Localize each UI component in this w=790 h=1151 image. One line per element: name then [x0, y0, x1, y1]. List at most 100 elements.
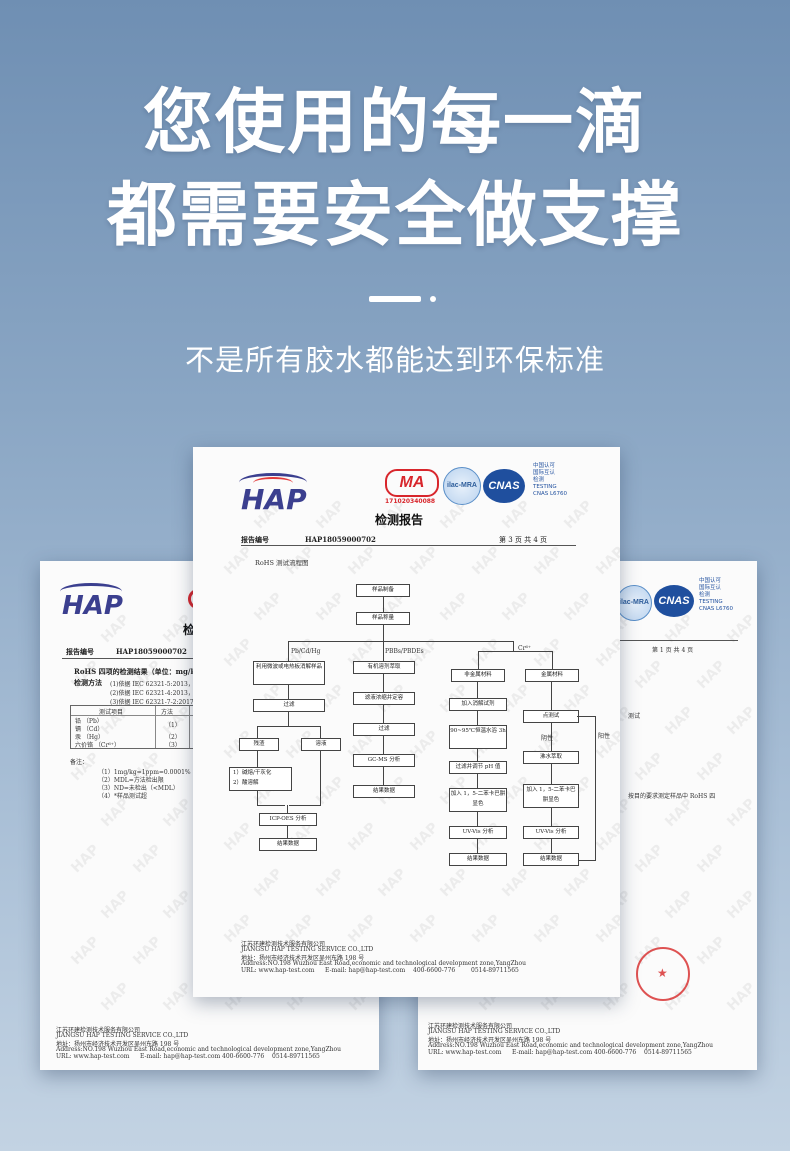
- watermark-mark: HAP: [68, 841, 103, 877]
- side-text: 测试: [628, 713, 641, 720]
- footer-address: 地址：扬州市经济技术开发区吴州东路 198 号: [241, 955, 365, 962]
- flow-box: 利用微波或电热板消解样品: [253, 661, 325, 685]
- branch-label: PBBs/PBDEs: [385, 648, 424, 655]
- method-3: (3)依据 IEC 62321-7-2:2017，: [110, 699, 200, 706]
- watermark-mark: HAP: [561, 589, 596, 625]
- hero-title-line2: 都需要安全做支撑: [107, 174, 683, 256]
- flow-title: RoHS 测试流程图: [255, 559, 309, 567]
- flow-box: 结果数据: [353, 785, 415, 798]
- table-cell: （3）: [165, 742, 181, 749]
- divider-dot: [430, 296, 436, 302]
- flow-box: UV-Vis 分析: [523, 826, 579, 839]
- flow-box: 结果数据: [523, 853, 579, 866]
- footer-company-en: JIANGSU HAP TESTING SERVICE CO.,LTD: [428, 1028, 561, 1035]
- watermark-mark: HAP: [221, 543, 256, 579]
- flow-box: 结果数据: [449, 853, 507, 866]
- table-row: 汞 （Hg）: [75, 734, 104, 741]
- flow-box: 残渣: [239, 738, 279, 751]
- flow-box: 过滤: [253, 699, 325, 712]
- footer-email: E-mail: hap@hap-test.com: [325, 967, 406, 974]
- watermark-mark: HAP: [345, 543, 380, 579]
- flow-box: 样品制备: [356, 584, 410, 597]
- col-item: 测试项目: [99, 709, 124, 716]
- footer-tel: 400-6600-776: [413, 967, 456, 974]
- watermark-mark: HAP: [98, 979, 133, 1015]
- footer-company: 江苏环建检测技术服务有限公司: [56, 1027, 141, 1034]
- watermark-mark: HAP: [724, 887, 757, 923]
- watermark-mark: HAP: [130, 933, 165, 969]
- hap-logo-arc-red: [253, 477, 293, 489]
- hap-logo-arc: [239, 473, 307, 492]
- cma-number: 171020340088: [385, 498, 436, 505]
- watermark-mark: HAP: [593, 635, 620, 671]
- flow-box: 沸水萃取: [523, 751, 579, 764]
- flow-box: ICP-OES 分析: [259, 813, 317, 826]
- watermark-mark: HAP: [531, 911, 566, 947]
- watermark-mark: HAP: [499, 865, 534, 901]
- flow-box: 非金属材料: [451, 669, 505, 682]
- watermark-mark: HAP: [469, 543, 504, 579]
- watermark-mark: HAP: [662, 703, 697, 739]
- watermark-mark: HAP: [662, 795, 697, 831]
- watermark-mark: HAP: [437, 865, 472, 901]
- cnas-caption: 中国认可 国际互认 检测 TESTING CNAS L6760: [533, 463, 568, 497]
- branch-label: Pb/Cd/Hg: [291, 648, 321, 655]
- flow-box: 滤液浓缩并定容: [353, 692, 415, 705]
- report-no-label: 报告编号: [241, 535, 269, 544]
- flow-box: 过滤并调节 pH 值: [449, 761, 507, 774]
- note-item: （2）MDL=方法检出限: [98, 777, 164, 784]
- watermark-mark: HAP: [469, 911, 504, 947]
- footer-company: 江苏环建检测技术服务有限公司: [241, 941, 326, 948]
- flow-box: 过滤: [353, 723, 415, 736]
- hero-subtitle: 不是所有胶水都能达到环保标准: [184, 343, 605, 377]
- table-cell: （2）: [165, 734, 181, 741]
- official-stamp: ★: [636, 947, 690, 1001]
- branch-label: 阳性: [598, 733, 611, 740]
- footer-address-en: Address:NO.198 Wuzhou East Road,economic…: [241, 960, 526, 967]
- watermark-mark: HAP: [313, 589, 348, 625]
- hap-logo-arc: [60, 583, 122, 600]
- watermark-mark: HAP: [593, 543, 620, 579]
- watermark-mark: HAP: [68, 933, 103, 969]
- note-item: （4）*样品测试超: [98, 793, 147, 800]
- footer-address: 地址：扬州市经济技术开发区吴州东路 198 号: [56, 1041, 180, 1048]
- footer-email: E-mail: hap@hap-test.com: [512, 1049, 593, 1056]
- method-2: (2)依据 IEC 62321-4:2013，采: [110, 690, 200, 697]
- watermark-mark: HAP: [499, 589, 534, 625]
- footer-address-en: Address:NO.198 Wuzhou East Road,economic…: [428, 1042, 713, 1049]
- watermark-mark: HAP: [724, 611, 757, 647]
- watermark-mark: HAP: [694, 657, 729, 693]
- report-no: HAP18059000702: [305, 535, 376, 544]
- watermark-mark: HAP: [694, 749, 729, 785]
- watermark-mark: HAP: [375, 865, 410, 901]
- watermark-mark: HAP: [407, 911, 442, 947]
- branch-label: Cr⁶⁺: [518, 645, 532, 652]
- branch-label: 阴性: [541, 735, 554, 742]
- watermark-mark: HAP: [531, 543, 566, 579]
- divider-dash: [369, 296, 421, 302]
- flow-box: UV-Vis 分析: [449, 826, 507, 839]
- footer-url: URL: www.hap-test.com: [241, 967, 315, 974]
- footer-url: URL: www.hap-test.com: [56, 1053, 130, 1060]
- report-no: HAP18059000702: [116, 647, 187, 656]
- watermark-mark: HAP: [160, 979, 195, 1015]
- watermark-mark: HAP: [251, 865, 286, 901]
- footer-address: 地址：扬州市经济技术开发区吴州东路 198 号: [428, 1037, 552, 1044]
- watermark-mark: HAP: [160, 795, 195, 831]
- side-text: 按目的要求测定样品中 RoHS 四: [628, 793, 716, 800]
- notes-label: 备注：: [70, 759, 89, 766]
- watermark-mark: HAP: [251, 589, 286, 625]
- watermark-mark: HAP: [130, 841, 165, 877]
- watermark-mark: HAP: [98, 887, 133, 923]
- flow-box: 加入 1，5-二苯卡巴肼显色: [449, 788, 507, 812]
- watermark-mark: HAP: [724, 979, 757, 1015]
- method-label: 检测方法: [74, 678, 102, 687]
- report-title: 检测报告: [375, 513, 424, 527]
- watermark-mark: HAP: [313, 773, 348, 809]
- watermark-mark: HAP: [345, 819, 380, 855]
- flow-box: 样品称量: [356, 612, 410, 625]
- page-number: 第 3 页 共 4 页: [499, 536, 548, 544]
- flow-box: 溶液: [301, 738, 341, 751]
- note-item: （1）1mg/kg=1ppm=0.0001%: [98, 769, 191, 776]
- table-cell: （1）: [165, 722, 181, 729]
